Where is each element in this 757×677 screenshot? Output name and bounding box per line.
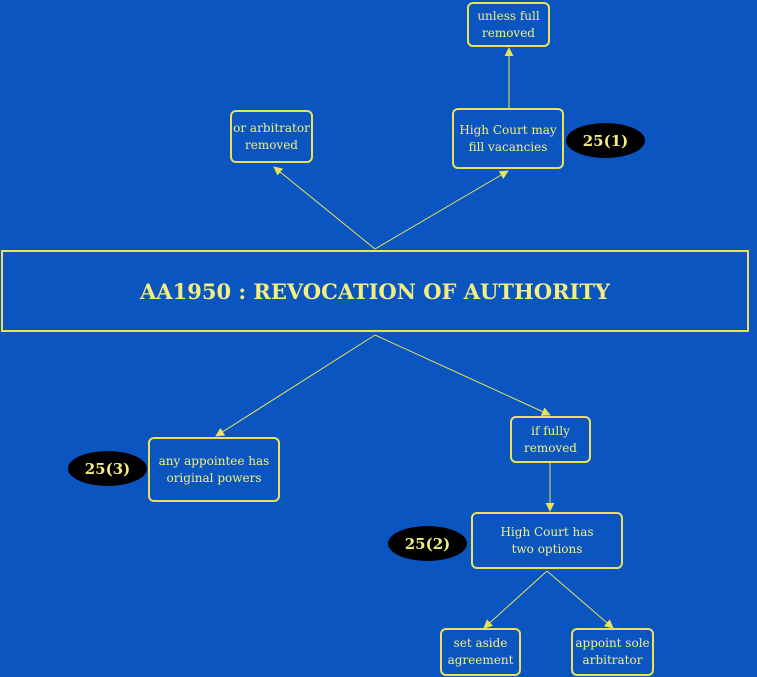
node-high-court-two-options: High Court has two options [471,512,623,569]
title-box: AA1950 : REVOCATION OF AUTHORITY [1,250,749,332]
node-set-aside-agreement: set aside agreement [440,628,521,676]
node-any-appointee: any appointee has original powers [148,437,280,502]
arrow-to-if-fully-removed [374,334,551,416]
arrow-to-high-court-fill-vacancies [374,170,509,250]
arrow-to-set-aside-agreement [483,570,548,629]
badge-25-2: 25(2) [388,526,467,561]
arrow-to-or-arbitrator-removed [273,166,376,250]
node-if-fully-removed: if fully removed [510,416,591,463]
badge-25-3: 25(3) [68,451,147,486]
badge-25-1: 25(1) [566,123,645,158]
node-high-court-fill-vacancies: High Court may fill vacancies [452,108,564,169]
arrow-to-any-appointee [215,334,376,437]
node-or-arbitrator-removed: or arbitrator removed [230,110,313,163]
node-unless-full-removed: unless full removed [467,2,550,47]
arrow-to-appoint-sole-arbitrator [546,570,614,629]
node-appoint-sole-arbitrator: appoint sole arbitrator [571,628,654,676]
page-title: AA1950 : REVOCATION OF AUTHORITY [140,278,610,304]
